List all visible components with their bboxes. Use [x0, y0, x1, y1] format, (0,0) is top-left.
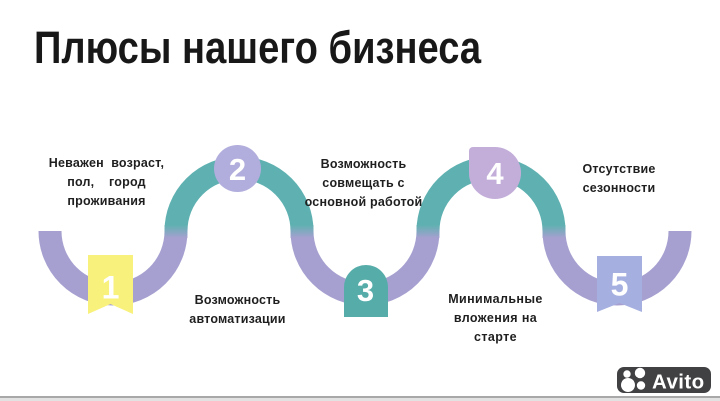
- svg-text:Avito: Avito: [652, 371, 705, 394]
